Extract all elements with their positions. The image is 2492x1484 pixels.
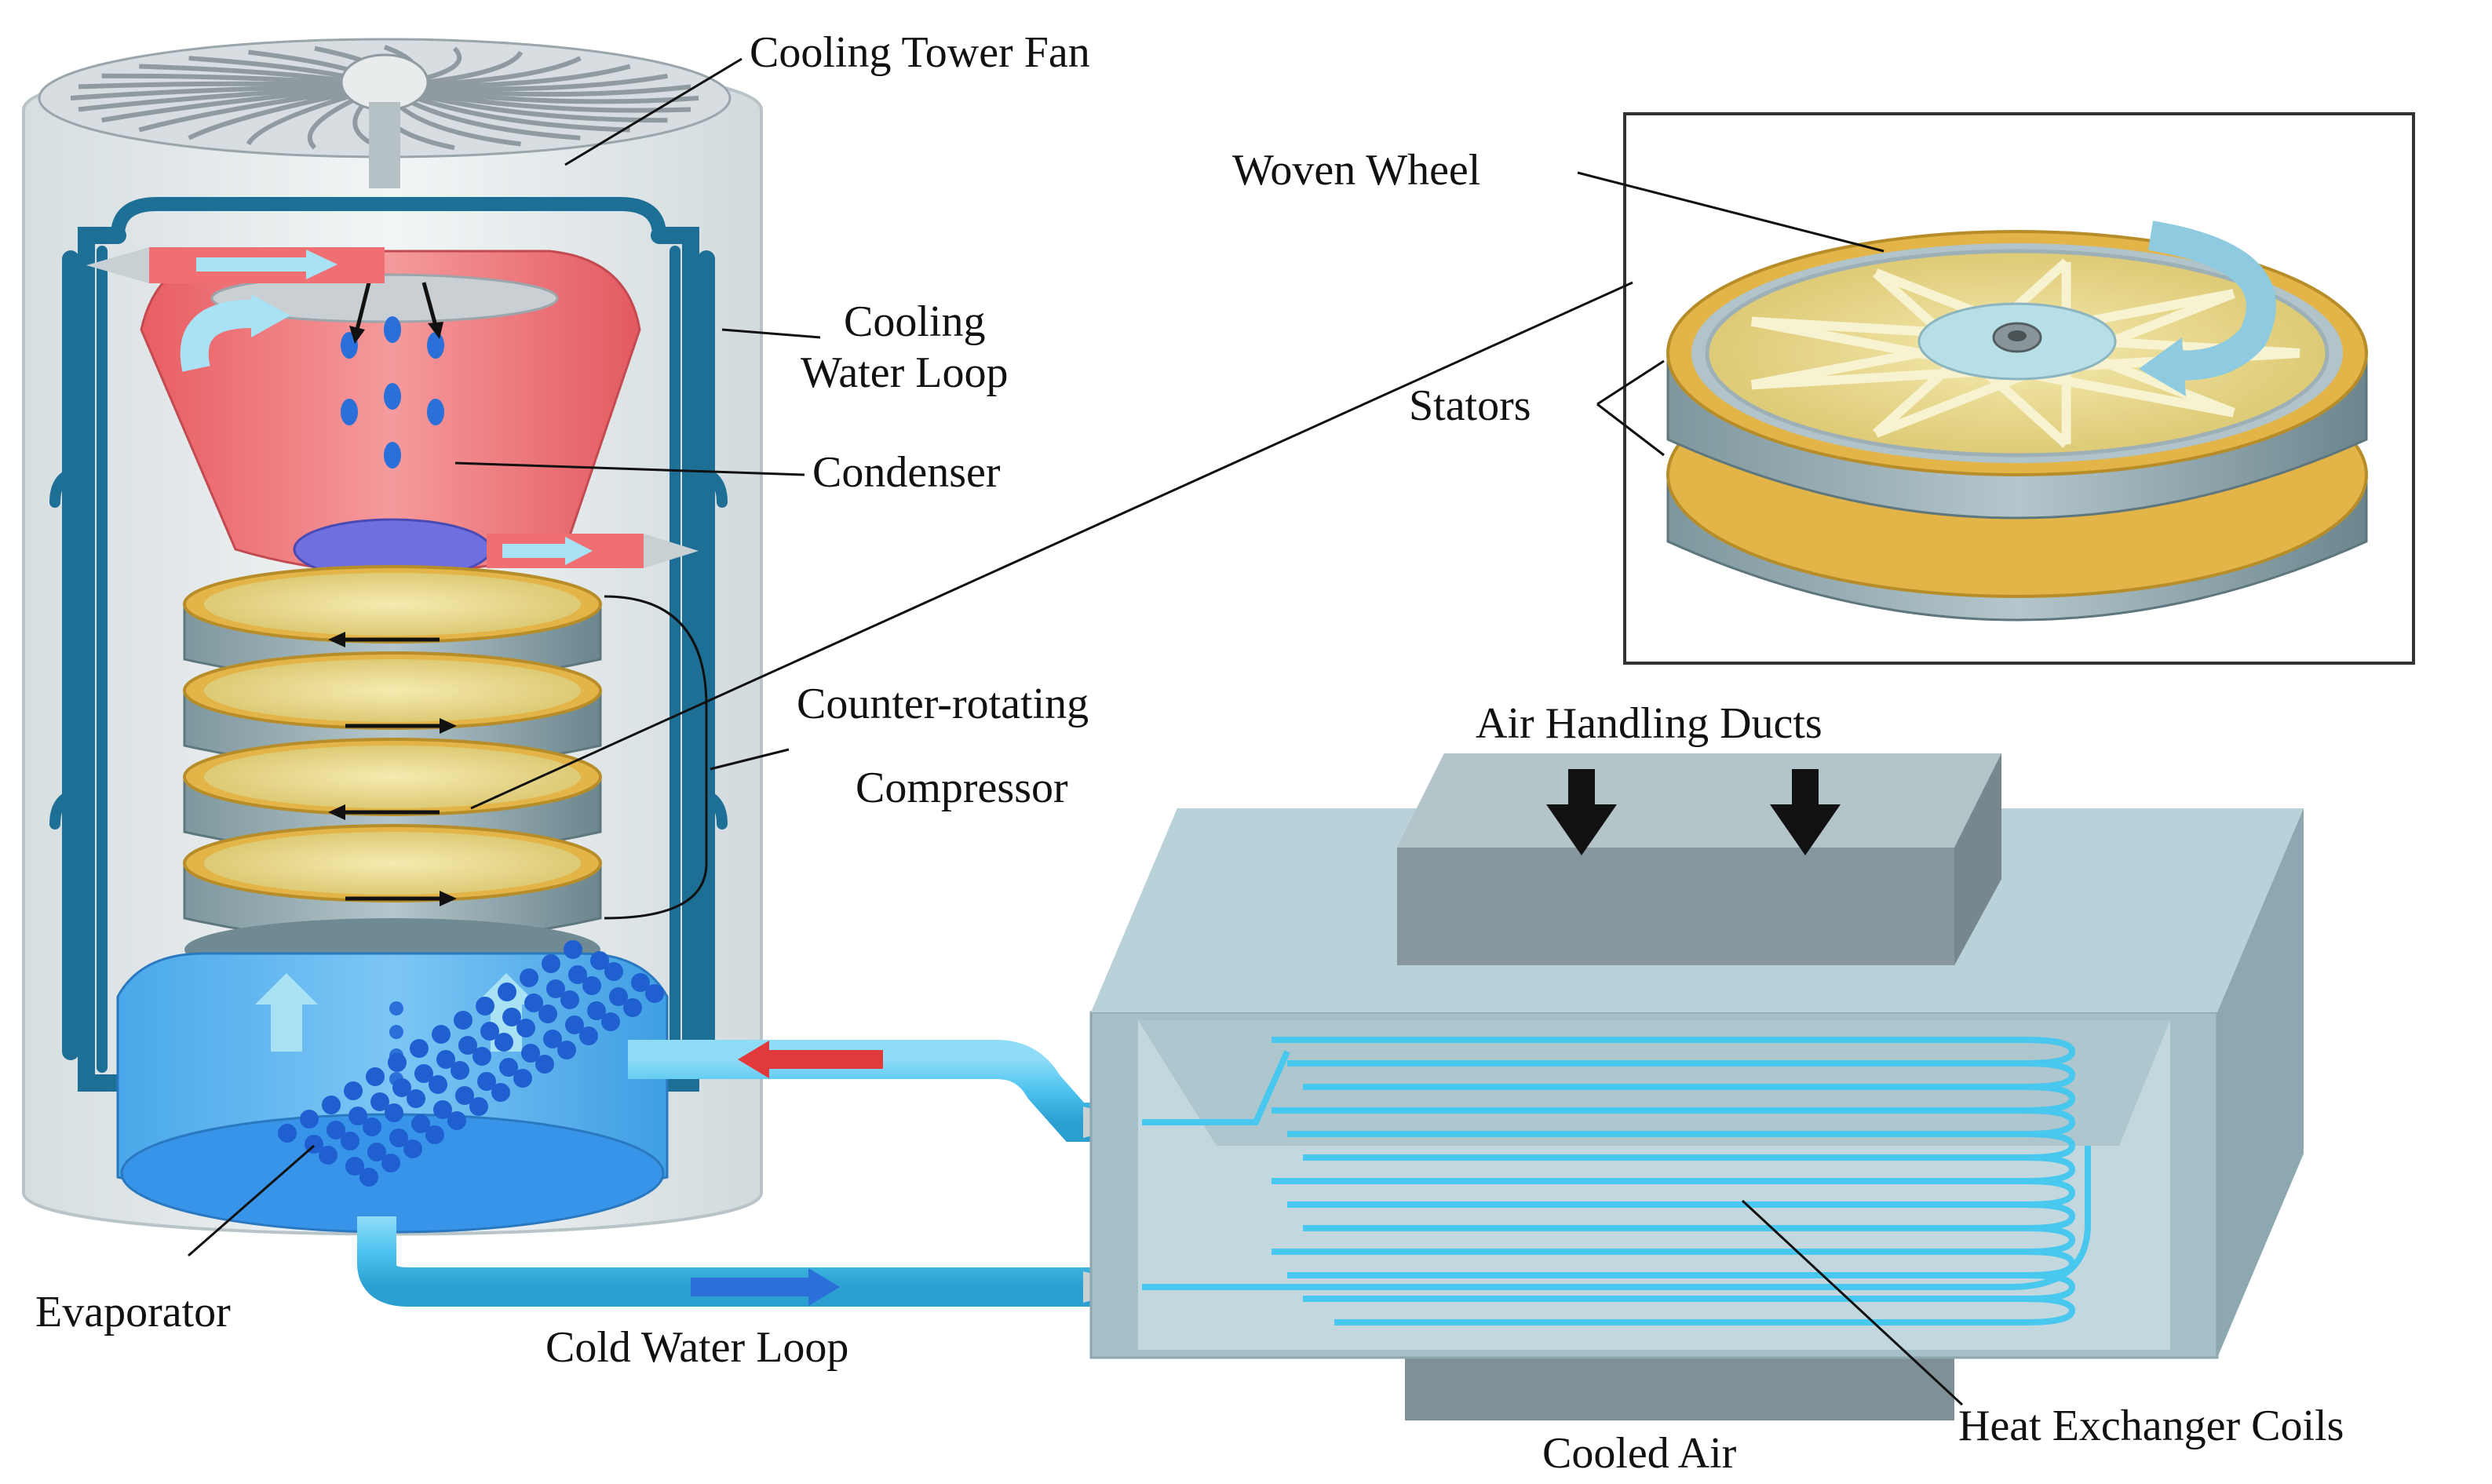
label-condenser: Condenser <box>812 448 1001 497</box>
rotation-direction-arrow <box>328 632 345 647</box>
coil-inlet <box>1142 1050 1290 1125</box>
air-handling-unit <box>1089 753 2304 1420</box>
compressor-stage <box>183 824 602 943</box>
label-compressor: Compressor <box>856 764 1068 812</box>
label-stators: Stators <box>1409 381 1531 430</box>
chiller-column <box>22 38 763 1236</box>
label-cooling-tower-fan: Cooling Tower Fan <box>750 28 1090 77</box>
heat-exchanger-coils <box>1142 1037 2091 1325</box>
label-cooling-water-loop-line1: Cooling <box>844 297 985 346</box>
rotation-arrow <box>2147 221 2276 381</box>
label-heat-exchanger-coils: Heat Exchanger Coils <box>1958 1402 2344 1450</box>
label-woven-wheel: Woven Wheel <box>1232 146 1480 195</box>
coil-loop <box>1303 1296 2076 1325</box>
label-cooling-water-loop-line2: Water Loop <box>801 348 1009 397</box>
rotation-direction-arrow <box>440 718 457 734</box>
rotation-direction-arrow <box>328 804 345 820</box>
cooled-air-duct <box>1405 1350 1954 1420</box>
flow-red-arrow <box>765 1050 883 1069</box>
evaporator <box>116 940 669 1234</box>
condenser <box>140 250 641 581</box>
condenser-inlet-pipe <box>86 247 385 283</box>
label-evaporator: Evaporator <box>35 1288 231 1336</box>
label-counter-rotating: Counter-rotating <box>797 680 1089 728</box>
label-air-handling-ducts: Air Handling Ducts <box>1476 699 1822 748</box>
flow-blue-arrow <box>691 1278 808 1296</box>
leader-lines <box>188 57 1964 1406</box>
woven-wheel-inset <box>1623 112 2415 665</box>
counter-rotating-compressor <box>183 565 602 981</box>
label-cold-water-loop: Cold Water Loop <box>545 1323 848 1372</box>
cooling-water-loop <box>49 197 728 1092</box>
label-cooled-air: Cooled Air <box>1542 1429 1737 1478</box>
coil-outlet <box>1142 1146 2091 1290</box>
cooling-tower-fan <box>38 38 732 188</box>
labels: Cooling Tower Fan Cooling Water Loop Con… <box>35 28 2344 1478</box>
rotation-direction-arrow <box>440 891 457 906</box>
fan-blade <box>384 84 691 97</box>
condenser-outlet-pipe <box>487 534 699 568</box>
duct-down-arrows <box>1546 769 1841 855</box>
